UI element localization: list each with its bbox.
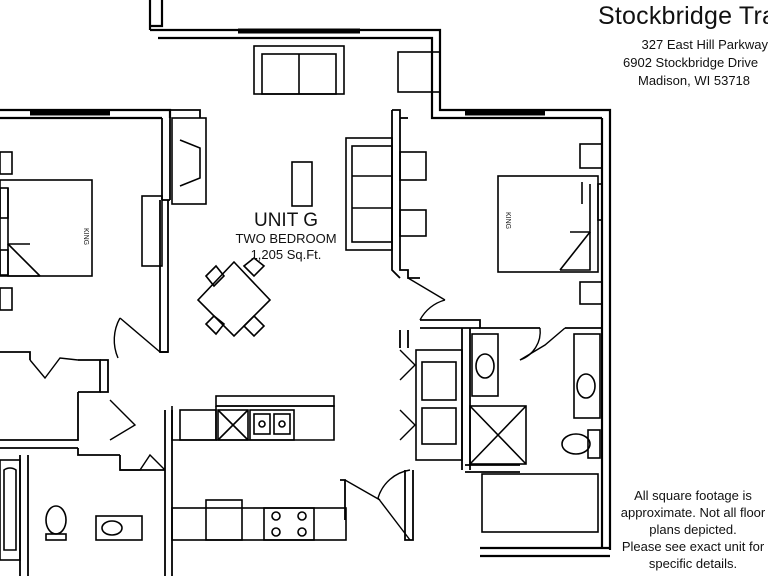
- disclaimer-line: approximate. Not all floor: [620, 505, 766, 520]
- disclaimer-line: All square footage is: [634, 488, 752, 503]
- plan-labels: UNIT G TWO BEDROOM 1,205 Sq.Ft. KING KIN…: [82, 210, 511, 262]
- left-bedroom: [0, 151, 93, 311]
- left-bed-label: KING: [82, 228, 89, 245]
- property-name: Stockbridge Trails: [598, 2, 768, 30]
- address-line-2: 6902 Stockbridge Drive: [623, 55, 759, 70]
- right-bedroom: [497, 143, 603, 305]
- kitchen: [171, 395, 347, 541]
- windows: [30, 28, 545, 116]
- disclaimer-line: plans depicted.: [649, 522, 737, 537]
- bathrooms: [0, 333, 601, 561]
- unit-type: TWO BEDROOM: [235, 231, 336, 246]
- address-line-1: 327 East Hill Parkway: [641, 37, 768, 52]
- unit-name: UNIT G: [254, 210, 318, 231]
- doors: [29, 277, 566, 541]
- address-line-3: Madison, WI 53718: [638, 73, 751, 88]
- living-furniture: [141, 45, 441, 338]
- disclaimer-line: specific details.: [648, 556, 738, 571]
- interior-walls: [0, 109, 602, 576]
- disclaimer-text: All square footage is approximate. Not a…: [618, 487, 768, 572]
- unit-area: 1,205 Sq.Ft.: [251, 247, 322, 262]
- right-bed-label: KING: [504, 212, 511, 229]
- disclaimer-line: Please see exact unit for: [621, 539, 765, 554]
